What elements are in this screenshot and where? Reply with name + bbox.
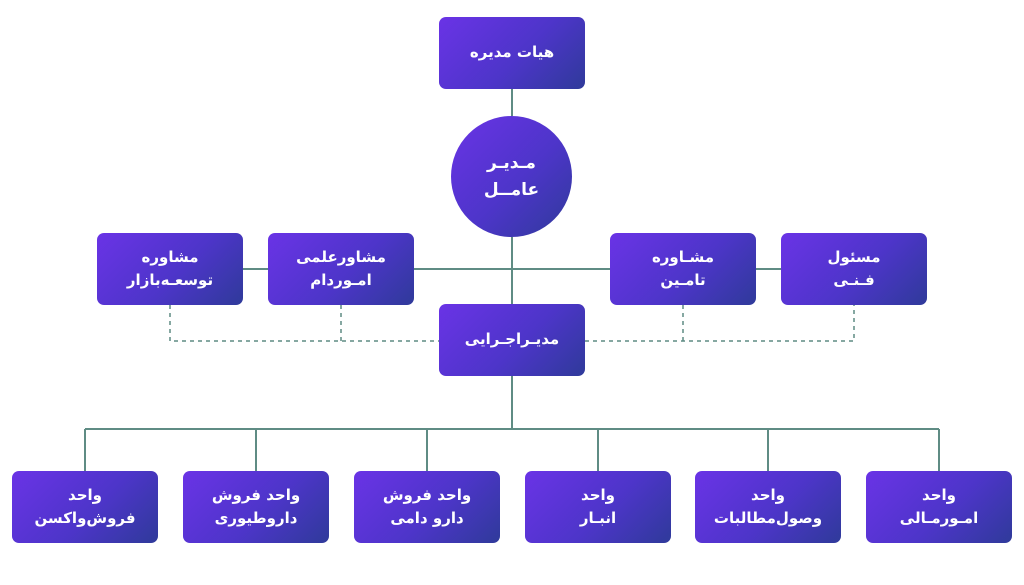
advisor-label-line2: فـنـی bbox=[833, 271, 875, 289]
board-label: هیات مدیره bbox=[469, 43, 555, 62]
board-box: هیات مدیره bbox=[439, 17, 585, 89]
unit-label-line2: داروطیوری bbox=[214, 509, 298, 527]
unit-label-line1: واحد bbox=[581, 485, 615, 504]
advisor-label-line1: مسئول bbox=[827, 247, 881, 266]
unit-label-line2: انبـار bbox=[579, 509, 617, 527]
unit-box-finance: واحد امـورمـالی bbox=[866, 471, 1012, 543]
advisor-label-line2: توسعـه‌بازار bbox=[126, 271, 214, 289]
advisor-box-livestock: مشاورعلمی امـوردام bbox=[268, 233, 414, 305]
advisor-label-line1: مشاوره bbox=[141, 247, 199, 266]
advisor-label-line2: امـوردام bbox=[310, 271, 372, 289]
ceo-circle: مـدیـر عامــل bbox=[451, 116, 572, 237]
ceo-label-line1: مـدیـر bbox=[487, 153, 536, 174]
unit-box-collections: واحد وصول‌مطالبات bbox=[695, 471, 841, 543]
unit-label-line2: امـورمـالی bbox=[899, 509, 979, 527]
unit-box-vaccine: واحد فروش‌واکسن bbox=[12, 471, 158, 543]
unit-label-line1: واحد فروش bbox=[211, 485, 301, 504]
unit-box-poultry: واحد فروش داروطیوری bbox=[183, 471, 329, 543]
unit-label-line1: واحد bbox=[751, 485, 785, 504]
unit-label-line1: واحد bbox=[68, 485, 102, 504]
unit-box-livestock: واحد فروش دارو دامی bbox=[354, 471, 500, 543]
unit-label-line2: فروش‌واکسن bbox=[34, 509, 136, 527]
advisor-box-supply: مشـاوره تامـین bbox=[610, 233, 756, 305]
ceo-label-line2: عامــل bbox=[483, 179, 540, 200]
unit-label-line2: وصول‌مطالبات bbox=[713, 509, 823, 527]
advisor-label-line2: تامـین bbox=[660, 271, 706, 289]
advisor-label-line1: مشاورعلمی bbox=[296, 247, 386, 266]
executive-label: مدیـراجـرایی bbox=[464, 330, 560, 349]
unit-label-line2: دارو دامی bbox=[390, 509, 464, 527]
advisor-dashed-link bbox=[585, 305, 855, 342]
advisor-dashed-link bbox=[169, 305, 439, 342]
advisor-box-market: مشاوره توسعـه‌بازار bbox=[97, 233, 243, 305]
unit-label-line1: واحد فروش bbox=[382, 485, 472, 504]
unit-box-warehouse: واحد انبـار bbox=[525, 471, 671, 543]
advisor-label-line1: مشـاوره bbox=[651, 247, 715, 266]
unit-label-line1: واحد bbox=[922, 485, 956, 504]
advisor-box-technical: مسئول فـنـی bbox=[781, 233, 927, 305]
executive-box: مدیـراجـرایی bbox=[439, 304, 585, 376]
